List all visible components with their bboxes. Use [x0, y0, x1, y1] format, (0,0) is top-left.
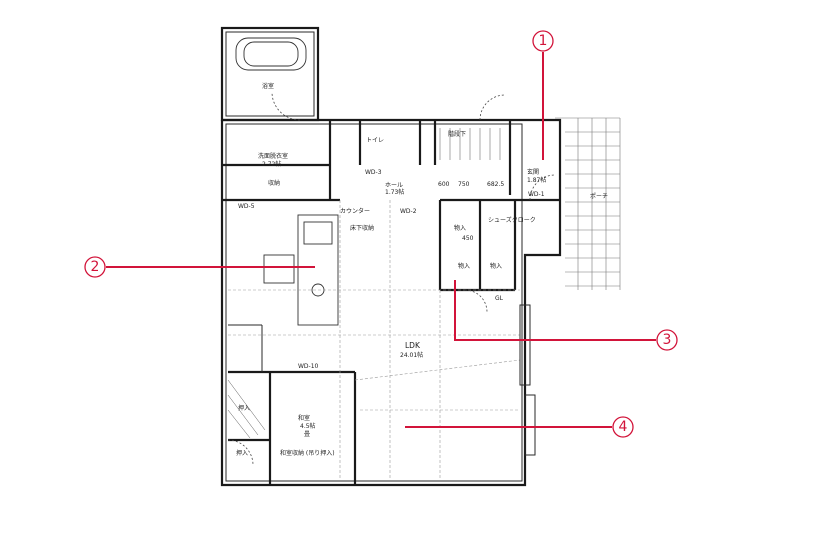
- callout-1: 1: [532, 30, 554, 160]
- stairs: [227, 128, 501, 439]
- wd2-label: WD-2: [400, 208, 417, 215]
- hall-area-label: 1.73帖: [385, 188, 404, 196]
- porch-label: ポーチ: [590, 192, 608, 200]
- japanese-closet-label: 押入: [236, 449, 248, 457]
- japanese-room-label: 和室: [298, 414, 310, 422]
- under-floor-label: 物入: [458, 262, 470, 270]
- callout-4-number: 4: [619, 419, 628, 435]
- wd1-label: WD-1: [528, 191, 545, 198]
- toilet-label: トイレ: [366, 137, 384, 144]
- dim-750: 750: [458, 181, 470, 188]
- japanese-room-area-label: 4.5帖: [300, 422, 316, 430]
- hall-label: ホール: [385, 182, 403, 189]
- door-swings: [227, 91, 556, 466]
- wd3-label: WD-3: [365, 169, 382, 176]
- right-windows: [519, 304, 536, 456]
- wd5-label: WD-5: [238, 203, 255, 210]
- callout-2-number: 2: [91, 259, 100, 275]
- outer-walls: [220, 26, 562, 487]
- gl-label: GL: [495, 295, 504, 302]
- dim-600: 600: [438, 181, 450, 188]
- counter-label: カウンター: [340, 207, 370, 215]
- storage1-label: 物入: [454, 224, 466, 232]
- porch-grid: [555, 117, 621, 290]
- entrance-label: 玄関: [527, 168, 539, 176]
- wd10-label: WD-10: [298, 363, 319, 370]
- callout-4: 4: [405, 416, 634, 438]
- entrance-area-label: 1.87帖: [527, 176, 546, 184]
- dim-450: 450: [462, 235, 474, 242]
- floor-storage-label: 床下収納: [350, 224, 374, 232]
- bathtub-fixture: [235, 37, 307, 71]
- ldk-label: LDK: [405, 341, 421, 350]
- room-labels: 浴室 洗面脱衣室 2.72帖 ホール 1.73帖 トイレ 階段下 玄関 1.87…: [236, 82, 608, 457]
- bottom-label: 和室収納 (吊り押入): [280, 449, 335, 457]
- kitchen-storage-label: 収納: [268, 179, 280, 187]
- tatami-label: 畳: [304, 431, 310, 438]
- dim-6825: 682.5: [487, 181, 504, 188]
- shoes-closet-label: シューズクローク: [488, 216, 536, 224]
- callout-3: 3: [454, 280, 678, 351]
- callout-1-number: 1: [539, 33, 548, 49]
- ldk-area-label: 24.01帖: [400, 351, 423, 359]
- callout-2: 2: [84, 256, 315, 278]
- bath-label: 浴室: [262, 82, 274, 90]
- ldk-grid: [228, 200, 521, 480]
- washroom-area-label: 2.72帖: [262, 160, 281, 168]
- kitchen-counter: [263, 214, 339, 326]
- storage2-label: 物入: [490, 262, 502, 270]
- interior-walls: [222, 120, 560, 485]
- closet-label: 押入: [238, 404, 250, 412]
- stairs-label: 階段下: [448, 130, 466, 138]
- washroom-label: 洗面脱衣室: [258, 152, 288, 160]
- callout-3-number: 3: [663, 332, 672, 348]
